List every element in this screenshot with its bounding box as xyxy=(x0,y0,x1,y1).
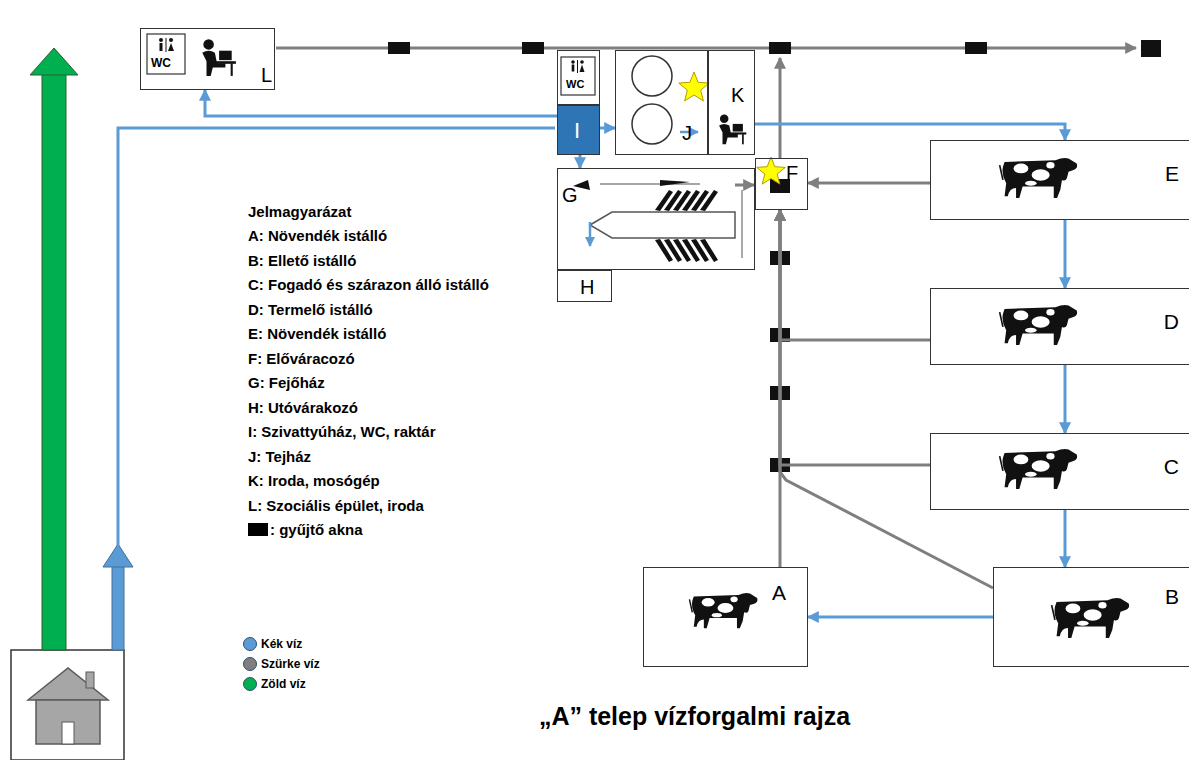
legend-row: Kék víz xyxy=(243,634,320,654)
legend-row: J: Tejház xyxy=(248,444,489,469)
node-label: E xyxy=(1165,163,1179,184)
star-symbol xyxy=(757,157,786,184)
legend-text: G: Fejőház xyxy=(248,374,325,391)
star-symbol xyxy=(679,72,709,101)
legend-row: H: Utóvárakozó xyxy=(248,395,489,420)
node-label: F xyxy=(786,163,798,183)
diagram-title: „A” telep vízforgalmi rajza xyxy=(0,702,1189,731)
building-box: J xyxy=(615,50,708,155)
building-box: I xyxy=(557,105,600,155)
legend-row: L: Szociális épület, iroda xyxy=(248,493,489,518)
grey-water-pipe xyxy=(779,210,782,567)
legend-text: A: Növendék istálló xyxy=(248,227,387,244)
legend-swatch xyxy=(243,657,257,671)
legend-row: A: Növendék istálló xyxy=(248,224,489,249)
stable-box: E xyxy=(930,140,1189,220)
node-label: A xyxy=(772,582,786,603)
legend-row: Szürke víz xyxy=(243,654,320,674)
legend-text: Kék víz xyxy=(261,637,302,651)
node-label: L xyxy=(261,65,272,85)
legend-row: G: Fejőház xyxy=(248,371,489,396)
building-box: F xyxy=(755,158,808,210)
node-label: J xyxy=(682,123,692,143)
node-label: K xyxy=(731,85,744,105)
legend-text: K: Iroda, mosógép xyxy=(248,472,380,489)
legend-row: Zöld víz xyxy=(243,674,320,694)
blue-water-pipe xyxy=(808,616,993,619)
legend-text: H: Utóvárakozó xyxy=(248,399,358,416)
grey-water-pipe xyxy=(808,182,930,185)
building-box: H xyxy=(557,270,612,302)
cow-stroke xyxy=(700,239,718,262)
legend-text: C: Fogadó és szárazon álló istálló xyxy=(248,276,489,293)
stable-box: A xyxy=(643,567,808,667)
legend-text: E: Növendék istálló xyxy=(248,325,386,342)
legend-text: L: Szociális épület, iroda xyxy=(248,497,424,514)
stable-box: D xyxy=(930,288,1189,365)
legend-swatch xyxy=(248,523,268,536)
legend-row: B: Ellető istálló xyxy=(248,248,489,273)
building-box: K xyxy=(708,50,755,155)
legend-row: I: Szivattyúház, WC, raktár xyxy=(248,420,489,445)
blue-water-pipe xyxy=(600,127,615,130)
legend-text: Zöld víz xyxy=(261,677,306,691)
node-label: H xyxy=(580,277,594,297)
legend-row: D: Termelő istálló xyxy=(248,297,489,322)
legend-text: Szürke víz xyxy=(261,657,320,671)
blue-water-pipe xyxy=(579,155,582,168)
blue-water-pipe xyxy=(755,124,1065,140)
blue-water-pipe xyxy=(1064,365,1067,433)
node-label: WC xyxy=(566,79,584,90)
legend-text: D: Termelő istálló xyxy=(248,301,373,318)
building-box: G xyxy=(557,168,755,270)
grey-water-pipe xyxy=(780,210,930,340)
blue-water-pipe xyxy=(205,90,557,116)
cow-stroke xyxy=(700,190,718,211)
legend-text: B: Ellető istálló xyxy=(248,252,356,269)
building-box: WC L xyxy=(140,28,275,90)
node-label: B xyxy=(1165,586,1179,607)
stable-box: C xyxy=(930,433,1189,510)
legend-row: : gyűjtő akna xyxy=(248,518,489,543)
legend-text: : gyűjtő akna xyxy=(270,521,363,538)
legend-swatch xyxy=(243,677,257,691)
stable-box: B xyxy=(993,567,1189,667)
legend-swatch xyxy=(243,637,257,651)
blue-water-pipe xyxy=(1064,220,1067,288)
legend-heading: Jelmagyarázat xyxy=(248,199,489,224)
legend-text: I: Szivattyúház, WC, raktár xyxy=(248,423,436,440)
legend-text: J: Tejház xyxy=(248,448,311,465)
grey-water-pipe xyxy=(780,210,993,588)
blue-water-pipe xyxy=(1064,510,1067,567)
node-label: G xyxy=(562,185,578,205)
node-label: I xyxy=(574,120,580,142)
building-box: WC xyxy=(557,50,600,105)
legend-row: K: Iroda, mosógép xyxy=(248,469,489,494)
legend-row: C: Fogadó és szárazon álló istálló xyxy=(248,273,489,298)
legend-text: F: Előváracozó xyxy=(248,350,355,367)
legend-row: E: Növendék istálló xyxy=(248,322,489,347)
node-label: C xyxy=(1164,456,1179,477)
grey-water-pipe xyxy=(780,210,930,465)
legend-row: F: Előváracozó xyxy=(248,346,489,371)
node-label: D xyxy=(1164,311,1179,332)
node-label: WC xyxy=(151,57,171,69)
